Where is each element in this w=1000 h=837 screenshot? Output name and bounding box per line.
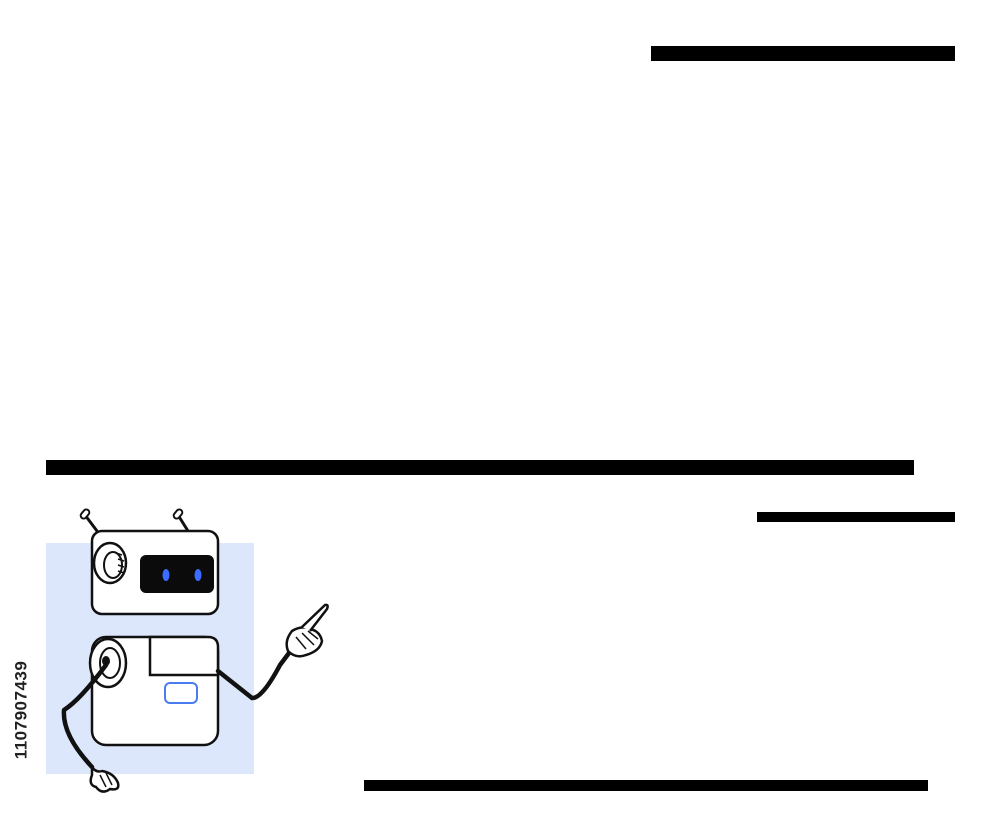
robot-eye-right — [194, 569, 202, 581]
placeholder-bar-wide — [46, 460, 914, 475]
arm-left — [61, 662, 109, 770]
hand-right-pointing — [285, 603, 329, 658]
arm-right — [215, 642, 298, 701]
robot-visor — [140, 555, 214, 593]
robot-pointing-illustration — [61, 508, 329, 793]
hand-left — [89, 762, 120, 793]
placeholder-bar-mid — [757, 512, 955, 522]
placeholder-bar-top — [651, 46, 955, 61]
antenna-left-tip — [79, 508, 91, 520]
robot-eye-left — [162, 569, 170, 581]
body-top-panel — [148, 635, 220, 677]
placeholder-bar-bottom — [364, 780, 928, 791]
head-knob-inner — [103, 551, 123, 579]
chest-screen — [164, 682, 198, 704]
stock-id-text: 1107907439 — [11, 660, 31, 760]
pointing-finger — [301, 603, 329, 632]
antenna-right-tip — [172, 508, 184, 520]
stock-id-label: 1107907439 — [3, 600, 39, 820]
